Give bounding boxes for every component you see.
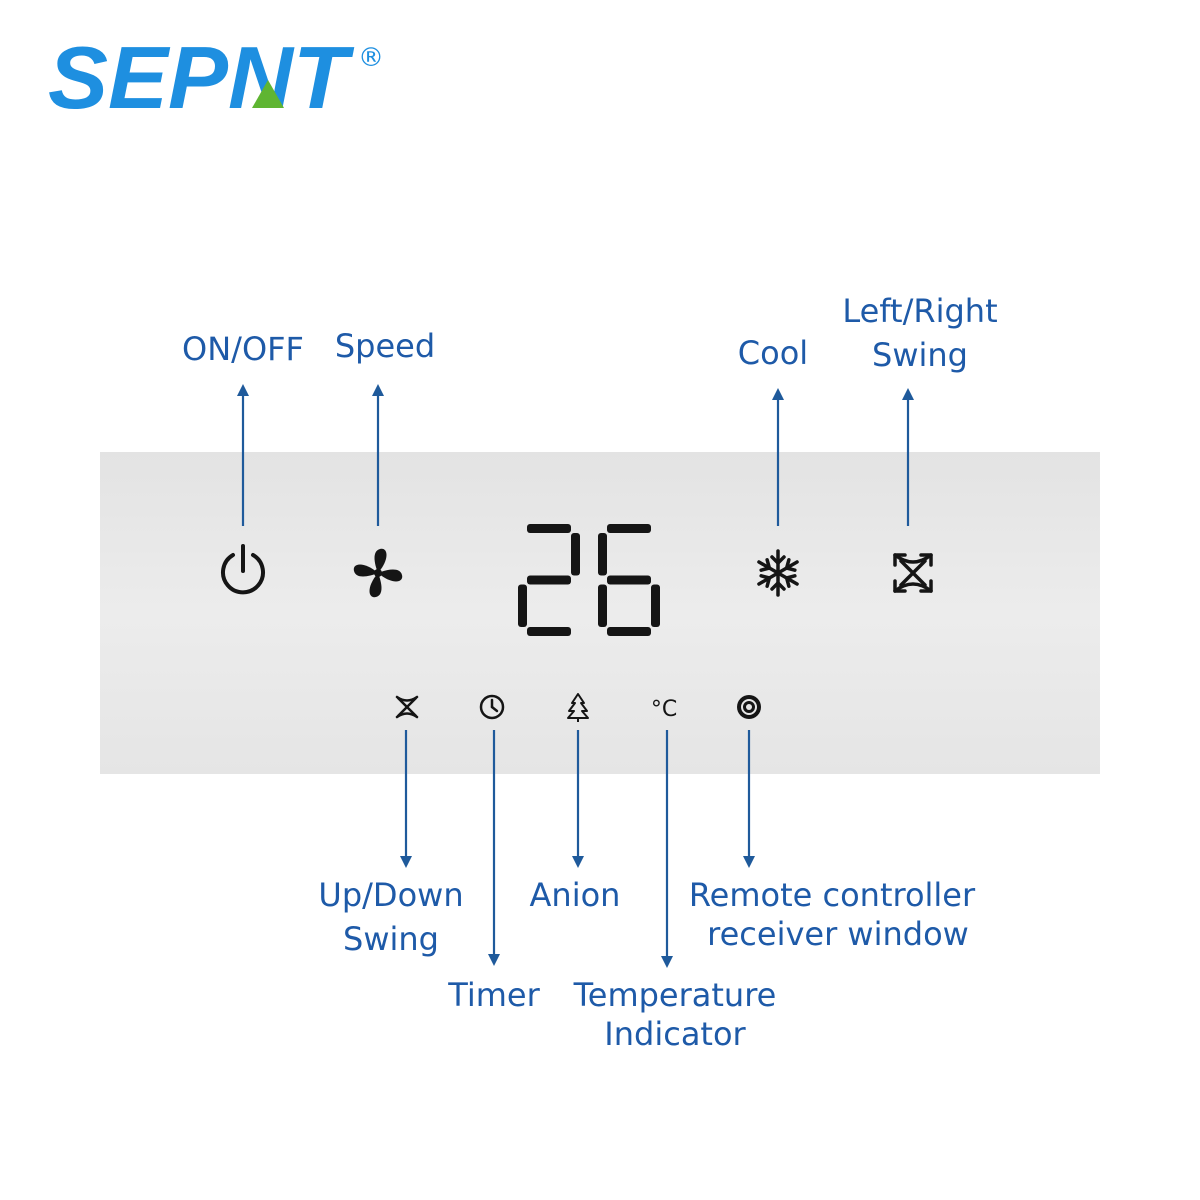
display-segment — [598, 584, 607, 627]
swing-arrows-icon[interactable] — [893, 553, 933, 593]
display-segment — [527, 575, 571, 585]
power-icon[interactable] — [221, 544, 265, 595]
display-segment — [527, 627, 571, 636]
label-speed: Speed — [335, 327, 435, 365]
display-segment — [527, 524, 571, 533]
display-segment — [518, 584, 527, 627]
callout-speed — [372, 384, 384, 526]
brand-logo: SEPNT ® — [48, 28, 384, 127]
label-temperature-line2: Indicator — [604, 1015, 746, 1053]
callout-left-right-swing — [902, 388, 914, 526]
receiver-window-icon — [737, 695, 761, 719]
label-temperature-line1: Temperature — [573, 976, 777, 1014]
callout-cool — [772, 388, 784, 526]
display-digit — [598, 524, 660, 636]
label-up-down-line2: Swing — [343, 920, 439, 958]
display-segment — [571, 533, 580, 576]
clock-icon[interactable] — [479, 694, 505, 720]
temperature-display — [518, 524, 660, 636]
swing-arrows-small-icon[interactable] — [395, 695, 419, 719]
snowflake-icon[interactable] — [756, 549, 800, 597]
display-segment — [651, 584, 660, 627]
label-remote-line2: receiver window — [707, 915, 969, 953]
callout-temperature-indicator — [661, 730, 673, 968]
celsius-icon[interactable]: °C — [651, 697, 677, 722]
callout-anion — [572, 730, 584, 868]
callout-on-off — [237, 384, 249, 526]
logo-accent-triangle — [252, 80, 284, 108]
callout-timer — [488, 730, 500, 966]
display-segment — [607, 575, 651, 585]
label-anion: Anion — [530, 876, 621, 914]
fan-icon[interactable] — [353, 548, 403, 598]
label-up-down-line1: Up/Down — [318, 876, 463, 914]
registered-mark: ® — [358, 43, 384, 73]
display-segment — [607, 524, 651, 533]
label-on-off: ON/OFF — [182, 330, 304, 368]
label-cool: Cool — [738, 334, 808, 372]
logo-wordmark: SEPNT — [48, 28, 354, 127]
callout-up-down-swing — [400, 730, 412, 868]
label-remote-line1: Remote controller — [689, 876, 976, 914]
display-digit — [518, 524, 580, 636]
callout-remote-receiver — [743, 730, 755, 868]
tree-icon[interactable] — [567, 693, 589, 722]
label-left-right-line2: Swing — [872, 336, 968, 374]
display-segment — [607, 627, 651, 636]
label-left-right-line1: Left/Right — [842, 292, 997, 330]
label-timer: Timer — [447, 976, 540, 1014]
display-segment — [598, 533, 607, 576]
